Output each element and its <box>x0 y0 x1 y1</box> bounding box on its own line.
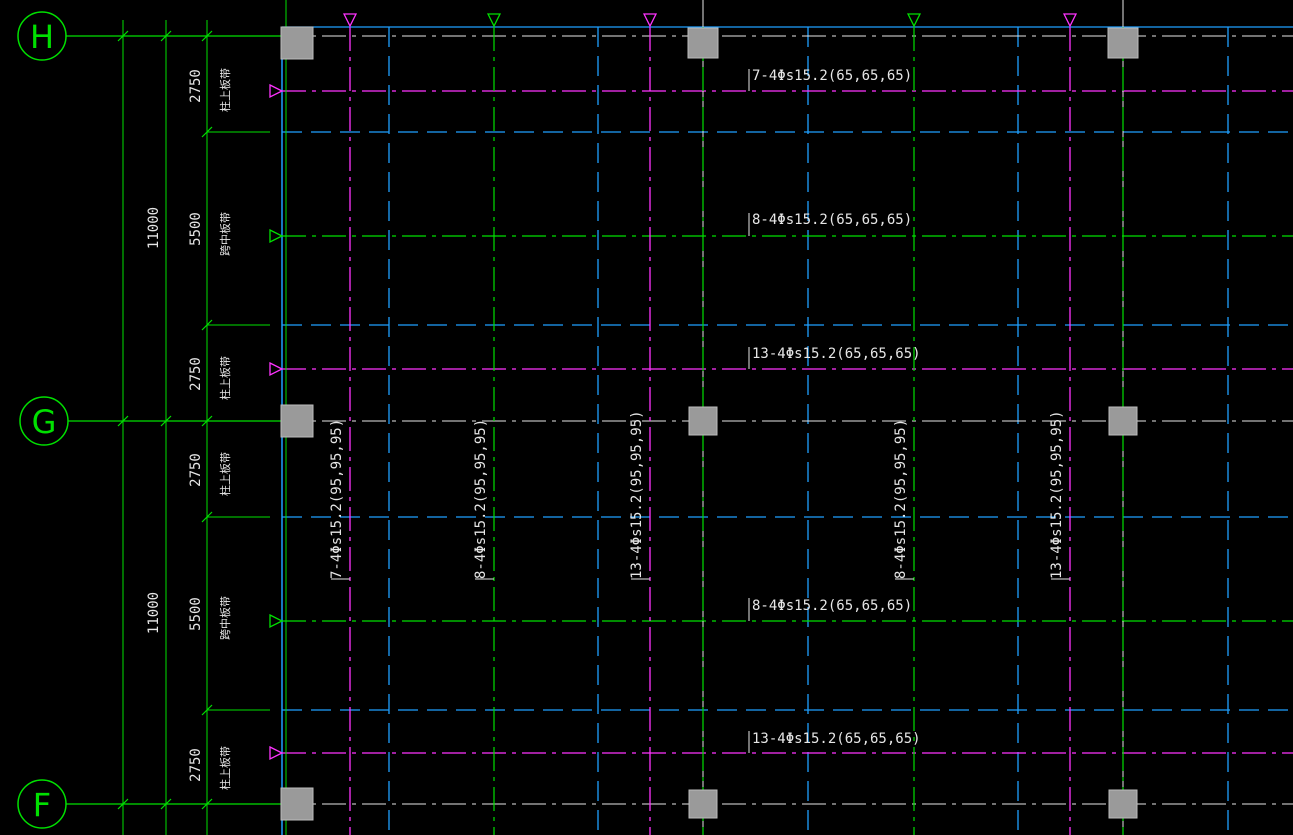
v-tendon-label-4[interactable]: 8-4Φs15.2(95,95,95) <box>893 419 914 580</box>
axis-bubble-h[interactable]: H <box>17 11 67 61</box>
column-square <box>688 406 718 436</box>
axis-label: G <box>32 403 57 441</box>
dimension-tick <box>117 415 129 427</box>
dim-segment-text: 2750 <box>188 748 204 782</box>
band-label: 柱上板带 <box>218 356 232 400</box>
dimension-tick <box>160 415 172 427</box>
axis-bubble-icon <box>17 779 67 829</box>
h-tendon-label-2[interactable]: 8-4Φs15.2(65,65,65) <box>748 212 912 236</box>
axis-label: H <box>30 18 54 56</box>
tendon-end-marker <box>269 228 284 244</box>
v-tendon-label-5[interactable]: 13-4Φs15.2(95,95,95) <box>1049 410 1070 580</box>
tendon-label: 13-4Φs15.2(65,65,65) <box>752 346 921 362</box>
dimension-tick <box>160 30 172 42</box>
dim-segment-text: 2750 <box>188 357 204 391</box>
tendon-label: 13-4Φs15.2(65,65,65) <box>752 731 921 747</box>
tendon-end-marker <box>269 361 284 377</box>
band-label: 跨中板带 <box>218 596 232 640</box>
tendon-end-marker <box>486 13 502 28</box>
dimension-lines <box>117 20 270 835</box>
dim-total-text: 11000 <box>146 592 162 634</box>
v-tendon-label-2[interactable]: 8-4Φs15.2(95,95,95) <box>473 419 494 580</box>
tendon-label: 8-4Φs15.2(95,95,95) <box>473 419 489 579</box>
v-tendon-label-1[interactable]: 7-4Φs15.2(95,95,95) <box>329 419 350 580</box>
tendon-label: 13-4Φs15.2(95,95,95) <box>1049 410 1065 579</box>
column-square <box>1108 406 1138 436</box>
tendon-end-marker <box>342 13 358 28</box>
dim-segment-text: 2750 <box>188 69 204 103</box>
column-square <box>1108 789 1138 819</box>
axis-bubble-f[interactable]: F <box>17 779 67 829</box>
dim-segment-text: 5500 <box>188 597 204 631</box>
dim-total-text: 11000 <box>146 207 162 249</box>
h-tendon-label-5[interactable]: 13-4Φs15.2(65,65,65) <box>748 731 921 753</box>
axis-bubble-g[interactable]: G <box>19 396 69 446</box>
tendon-label: 7-4Φs15.2(65,65,65) <box>752 68 912 84</box>
tendon-label: 7-4Φs15.2(95,95,95) <box>329 419 345 579</box>
column-square <box>1107 27 1139 59</box>
tendon-label: 13-4Φs15.2(95,95,95) <box>629 410 645 579</box>
axis-label: F <box>33 786 51 824</box>
tendon-markers <box>269 13 1078 761</box>
tendon-end-marker <box>906 13 922 28</box>
dimension-tick <box>117 30 129 42</box>
column-square <box>687 27 719 59</box>
tendon-label: 8-4Φs15.2(95,95,95) <box>893 419 909 579</box>
h-tendon-label-1[interactable]: 7-4Φs15.2(65,65,65) <box>748 68 912 91</box>
band-label: 柱上板带 <box>218 68 232 112</box>
column-square <box>688 789 718 819</box>
h-tendon-label-3[interactable]: 13-4Φs15.2(65,65,65) <box>748 346 921 369</box>
tendon-end-marker <box>642 13 658 28</box>
column-square <box>280 404 314 438</box>
dimension-tick <box>117 798 129 810</box>
tendon-end-marker <box>269 745 284 761</box>
dimension-tick <box>160 798 172 810</box>
columns <box>280 26 1139 821</box>
column-square <box>280 26 314 60</box>
tendon-end-marker <box>1062 13 1078 28</box>
band-label: 跨中板带 <box>218 212 232 256</box>
band-label: 柱上板带 <box>218 746 232 790</box>
axis-bubble-icon <box>19 396 69 446</box>
tendon-label: 8-4Φs15.2(65,65,65) <box>752 598 912 614</box>
dim-segment-text: 5500 <box>188 212 204 246</box>
dim-segment-text: 2750 <box>188 453 204 487</box>
band-label: 柱上板带 <box>218 452 232 496</box>
tendon-end-marker <box>269 613 284 629</box>
tendon-label: 8-4Φs15.2(65,65,65) <box>752 212 912 228</box>
grid-lines <box>66 0 1293 835</box>
v-tendon-label-3[interactable]: 13-4Φs15.2(95,95,95) <box>629 410 650 580</box>
column-square <box>280 787 314 821</box>
tendon-end-marker <box>269 83 284 99</box>
h-tendon-label-4[interactable]: 8-4Φs15.2(65,65,65) <box>748 598 912 621</box>
axis-bubble-icon <box>17 11 67 61</box>
